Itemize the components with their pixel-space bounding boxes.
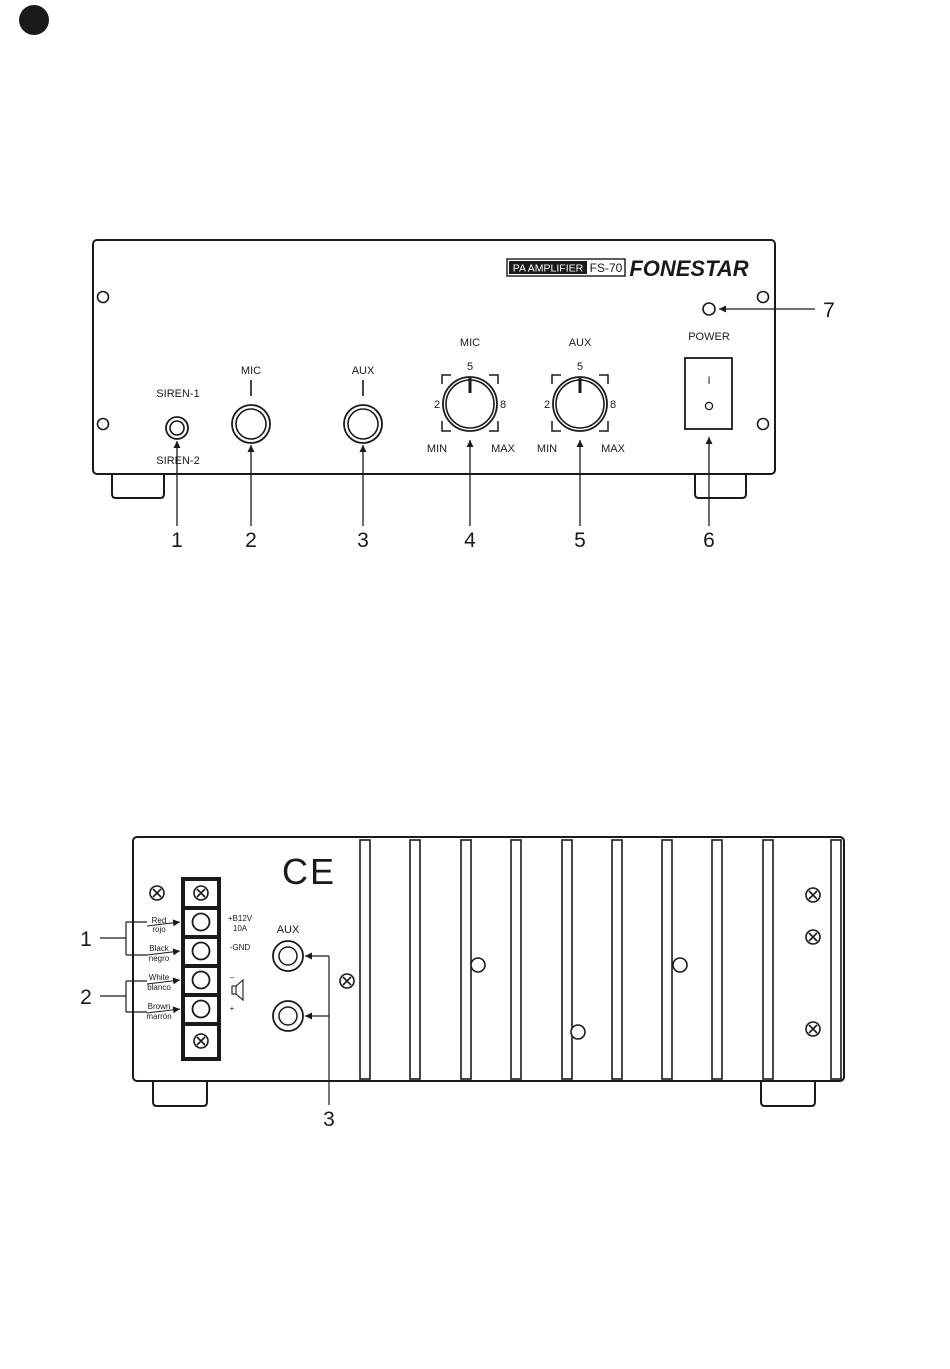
speaker-minus: – <box>230 973 235 982</box>
badge-model: FS-70 <box>590 261 623 275</box>
rear-foot-right <box>761 1081 815 1106</box>
callout-number: 3 <box>323 1108 335 1131</box>
mic-knob-min: MIN <box>427 443 447 455</box>
callout-number: 2 <box>245 529 257 552</box>
wire-label-negro: negro <box>149 954 170 963</box>
callout-number: 1 <box>171 529 183 552</box>
power-switch-mark: I <box>707 375 710 387</box>
wire-label-white: White <box>149 973 170 982</box>
front-foot-right <box>695 474 746 498</box>
mic-knob-scale-5: 5 <box>467 361 473 373</box>
heatsink-hole <box>571 1025 585 1039</box>
mic-knob-title: MIC <box>460 337 480 349</box>
page-marker-dot <box>19 5 49 35</box>
aux-jack-label: AUX <box>352 365 375 377</box>
rear-foot-left <box>153 1081 207 1106</box>
wire-label-blanco: blanco <box>147 983 171 992</box>
callout-number: 3 <box>357 529 369 552</box>
power-label: POWER <box>688 331 730 343</box>
screw-icon <box>150 886 164 900</box>
heatsink-hole <box>471 958 485 972</box>
callout-number: 1 <box>80 928 92 951</box>
callout-number: 4 <box>464 529 476 552</box>
aux-knob-min: MIN <box>537 443 557 455</box>
screw-icon <box>806 1022 820 1036</box>
wire-label-marron: marrón <box>146 1012 171 1021</box>
mic-knob-scale-2: 2 <box>434 399 440 411</box>
aux-rca-label: AUX <box>277 924 300 936</box>
screw-icon <box>806 888 820 902</box>
siren-2-label: SIREN-2 <box>156 455 199 467</box>
wire-label-brown: Brown <box>148 1002 171 1011</box>
aux-knob-title: AUX <box>569 337 592 349</box>
ground-label: -GND <box>230 943 251 952</box>
badge-label: PA AMPLIFIER <box>513 263 584 275</box>
screw-icon <box>340 974 354 988</box>
screw-icon <box>806 930 820 944</box>
wire-label-black: Black <box>149 944 170 953</box>
speaker-plus: + <box>230 1004 235 1013</box>
front-foot-left <box>112 474 164 498</box>
wire-label-rojo: rojo <box>152 925 166 934</box>
aux-knob-max: MAX <box>601 443 626 455</box>
callout-number: 5 <box>574 529 586 552</box>
front-panel: PA AMPLIFIER FS-70 FONESTAR SIREN-1 SIRE… <box>93 240 835 552</box>
power-spec-current: 10A <box>233 924 248 933</box>
aux-knob-scale-5: 5 <box>577 361 583 373</box>
mic-knob-max: MAX <box>491 443 516 455</box>
screw-icon <box>194 1034 208 1048</box>
callout-number: 2 <box>80 986 92 1009</box>
brand-logo: FONESTAR <box>629 256 748 281</box>
power-spec-voltage: +B12V <box>228 914 253 923</box>
aux-knob-scale-2: 2 <box>544 399 550 411</box>
ce-mark: CE <box>282 851 336 892</box>
mic-knob-scale-8: 8 <box>500 399 506 411</box>
callout-number: 7 <box>823 299 835 322</box>
rear-panel-body <box>133 837 844 1081</box>
screw-icon <box>194 886 208 900</box>
heatsink-hole <box>673 958 687 972</box>
mic-jack-label: MIC <box>241 365 261 377</box>
siren-1-label: SIREN-1 <box>156 388 199 400</box>
callout-number: 6 <box>703 529 715 552</box>
rear-panel: CE Red rojo Black negro White blanco Bro… <box>80 837 844 1131</box>
aux-knob-scale-8: 8 <box>610 399 616 411</box>
